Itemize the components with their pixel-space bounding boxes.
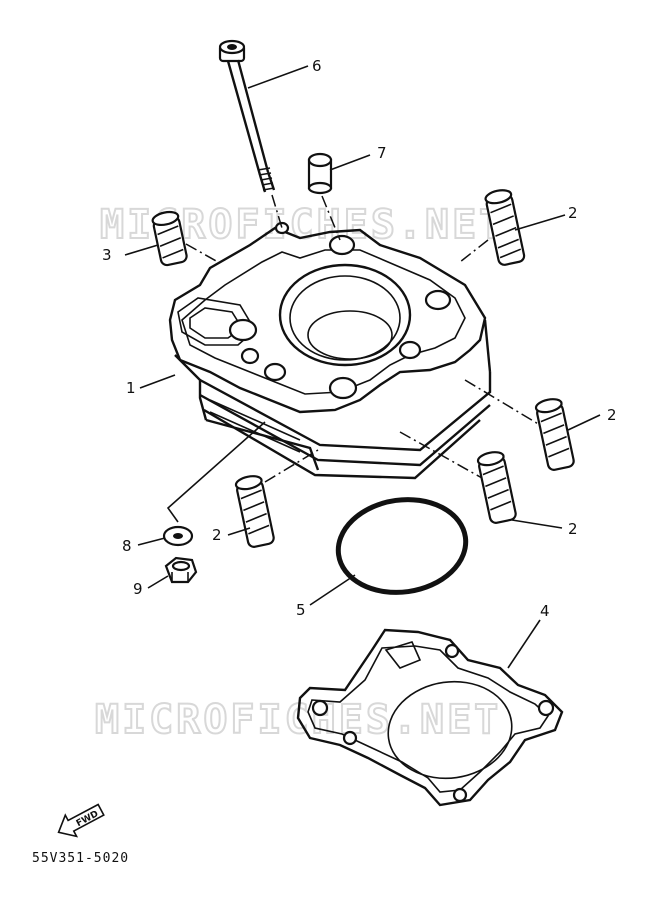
- stud-bolt: [218, 39, 283, 229]
- nut: [164, 556, 198, 584]
- dowel-left-low: [234, 475, 275, 548]
- washer-leader-line: [166, 421, 266, 523]
- dowel-right-mid-axis: [464, 379, 541, 426]
- dowel-right-low: [476, 451, 517, 524]
- dowel-top-right-axis: [459, 239, 489, 263]
- callout-5: 5: [296, 601, 306, 619]
- callout-2-right-mid: 2: [607, 406, 617, 424]
- washer: [162, 525, 194, 547]
- callout-1: 1: [126, 379, 136, 397]
- dowel-top-left-axis: [185, 243, 219, 263]
- cylinder-gasket: [296, 628, 564, 807]
- callout-9: 9: [133, 580, 143, 598]
- leader-lines: [124, 65, 601, 669]
- fwd-arrow-icon: FWD: [57, 803, 105, 838]
- callout-7: 7: [377, 144, 387, 162]
- callout-3: 3: [102, 246, 112, 264]
- callout-6: 6: [312, 57, 322, 75]
- callout-8: 8: [122, 537, 132, 555]
- callout-2-top-right: 2: [568, 204, 578, 222]
- dowel-top-right: [484, 189, 526, 266]
- dowel-pin: [307, 152, 341, 241]
- dowel-top-left: [151, 210, 188, 267]
- dowel-left-low-axis: [264, 449, 319, 483]
- watermark-bottom: MICROFICHES.NET: [95, 697, 501, 743]
- callout-2-right-low: 2: [568, 520, 578, 538]
- dowel-right-low-axis: [399, 431, 483, 479]
- o-ring: [335, 497, 469, 595]
- cylinder-body: [168, 221, 492, 480]
- callout-2-left-low: 2: [212, 526, 222, 544]
- callout-4: 4: [540, 602, 550, 620]
- dowel-right-mid: [534, 398, 575, 471]
- part-code: 55V351-5020: [32, 851, 129, 866]
